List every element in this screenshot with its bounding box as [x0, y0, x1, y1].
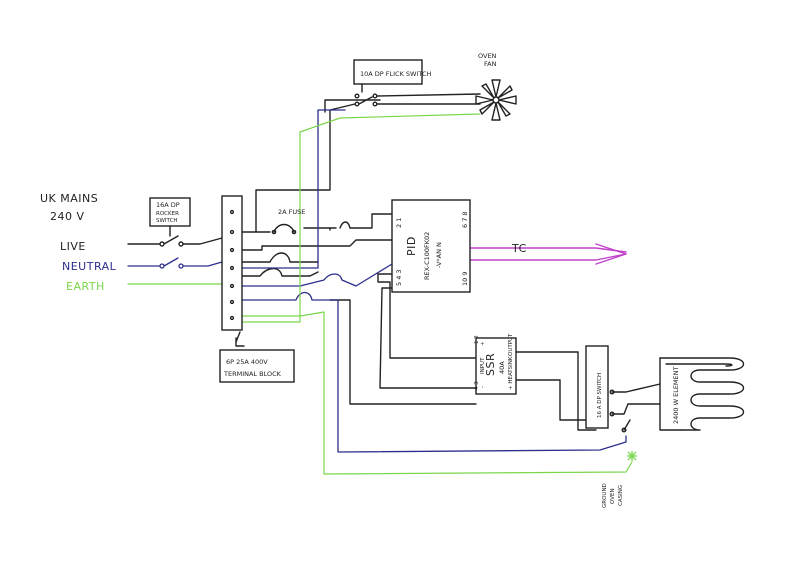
ground-line3: CASING [618, 485, 624, 506]
pid-controller [391, 199, 471, 293]
ground-line2: OVEN [610, 488, 616, 504]
thermocouple-wires [469, 247, 627, 261]
ssr-line1: SSR [484, 353, 497, 376]
ssr-plus: + [480, 341, 486, 346]
dp-switch-text-group: 16 A DP SWITCH [597, 373, 603, 418]
oven-fan-line2: FAN [484, 60, 497, 68]
oven-fan-icon [475, 79, 517, 121]
ssr-input: INPUT [480, 357, 486, 374]
terminal-block-line2: TERMINAL BLOCK [223, 370, 282, 378]
live-label: LIVE [60, 240, 86, 253]
heating-element [659, 357, 745, 431]
rocker-switch-line3: SWITCH [156, 218, 178, 224]
terminal-block-label-box [219, 349, 295, 383]
mains-voltage: 240 V [50, 210, 85, 223]
oven-fan-line1: OVEN [478, 52, 497, 60]
pid-bottom-pins-right: 6 7 8 [461, 211, 469, 228]
ssr-minus: - [480, 386, 486, 388]
element-label: 2400 W ELEMENT [672, 366, 680, 424]
ground-line1: GROUND [602, 483, 608, 508]
ssr-relay [475, 337, 517, 395]
dp-switch-16a [585, 345, 609, 429]
mains-title: UK MAINS [40, 192, 98, 205]
dp-switch-contacts [609, 389, 627, 433]
ssr-output: OUTPUT [508, 333, 514, 356]
pid-text-group: PID REX-C100FK02 -V*AN N 2 1 5 4 3 6 7 8… [395, 211, 469, 286]
rocker-switch-label-box [149, 197, 191, 237]
ssr-line2: 40A [498, 361, 506, 374]
neutral-label: NEUTRAL [62, 260, 117, 273]
fuse-label: 2A FUSE [278, 208, 305, 216]
thermocouple-probe-icon [595, 243, 627, 265]
pid-line2: REX-C100FK02 [423, 232, 431, 280]
neutral-wires [127, 109, 627, 453]
earth-label: EARTH [66, 280, 105, 293]
rocker-switch-line1: 16A DP [156, 201, 180, 209]
pid-line3: -V*AN N [435, 242, 443, 268]
flick-switch-label: 10A DP FLICK SWITCH [360, 70, 432, 78]
ground-text-group: GROUND OVEN CASING [602, 483, 624, 508]
pid-line1: PID [405, 236, 418, 256]
fuse-2a [271, 223, 297, 235]
pid-top-pins-right: 2 1 [395, 218, 403, 228]
ssr-text-group: SSR 40A INPUT + HEATSINK - + OUTPUT 4 3 … [474, 333, 514, 390]
live-wires [127, 93, 661, 431]
terminal-block [221, 195, 245, 347]
pid-top-pins-left: 5 4 3 [395, 269, 403, 286]
dp-switch-label: 16 A DP SWITCH [597, 373, 603, 418]
earth-wires [127, 113, 633, 475]
ssr-pins-left: 4 3 [474, 381, 480, 390]
flick-switch-label-box [353, 59, 423, 93]
ssr-heatsink: + HEATSINK [508, 356, 514, 390]
element-text-group: 2400 W ELEMENT [672, 366, 680, 424]
rocker-switch-line2: ROCKER [156, 211, 179, 217]
ssr-pins-right: 1 2 [474, 335, 480, 344]
pid-bottom-pins-left: 10 9 [461, 272, 469, 286]
ground-star-icon [627, 451, 637, 461]
terminal-block-line1: 6P 25A 400V [226, 358, 268, 366]
tc-label: TC [511, 242, 527, 255]
